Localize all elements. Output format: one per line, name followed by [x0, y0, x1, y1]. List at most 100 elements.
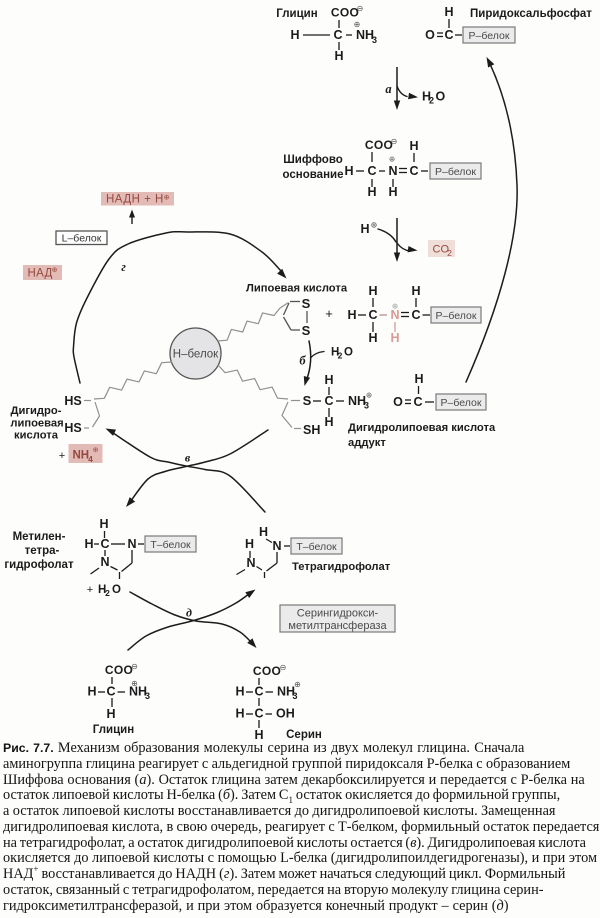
svg-text:O: O — [425, 28, 435, 42]
svg-text:N: N — [388, 164, 397, 178]
svg-text:CO: CO — [433, 244, 450, 256]
svg-text:H: H — [106, 707, 115, 721]
svg-text:H: H — [411, 284, 420, 298]
svg-text:⊕: ⊕ — [52, 267, 58, 274]
svg-text:H: H — [324, 415, 333, 429]
svg-text:H: H — [368, 284, 377, 298]
svg-text:Глицин: Глицин — [276, 8, 317, 20]
svg-text:NH: NH — [277, 685, 295, 699]
svg-text:N: N — [246, 556, 255, 570]
svg-text:C: C — [413, 395, 422, 409]
svg-text:Тетрагидрофолат: Тетрагидрофолат — [292, 561, 391, 573]
svg-text:COO: COO — [105, 663, 133, 677]
svg-text:H: H — [344, 164, 353, 178]
svg-text:аддукт: аддукт — [348, 437, 386, 449]
svg-text:O: O — [393, 395, 403, 409]
svg-text:Р–белок: Р–белок — [435, 166, 476, 178]
svg-text:2: 2 — [338, 351, 343, 361]
svg-text:3: 3 — [145, 691, 150, 701]
svg-text:COO: COO — [365, 138, 393, 152]
svg-text:H: H — [388, 185, 397, 199]
svg-text:C: C — [368, 308, 377, 322]
svg-text:N: N — [390, 308, 399, 322]
svg-text:⊕: ⊕ — [294, 680, 301, 689]
svg-text:COO: COO — [253, 664, 281, 678]
svg-text:⊕: ⊕ — [354, 20, 361, 29]
svg-text:⊖: ⊖ — [280, 663, 287, 672]
svg-text:O: O — [112, 584, 121, 596]
svg-text:H: H — [367, 185, 376, 199]
svg-text:C: C — [254, 685, 263, 699]
svg-text:Серингидрокси-: Серингидрокси- — [297, 608, 379, 620]
svg-text:HS: HS — [64, 421, 81, 435]
svg-text:г: г — [121, 260, 126, 274]
svg-text:H: H — [444, 5, 453, 19]
svg-text:⊕: ⊕ — [93, 447, 99, 454]
svg-text:основание: основание — [283, 169, 344, 181]
svg-text:Р–белок: Р–белок — [469, 30, 510, 42]
svg-text:H: H — [409, 139, 418, 153]
svg-text:⊕: ⊕ — [371, 221, 378, 230]
svg-text:3: 3 — [364, 401, 369, 411]
svg-text:C: C — [444, 28, 453, 42]
svg-text:H: H — [245, 537, 254, 551]
svg-text:2: 2 — [105, 588, 110, 598]
svg-text:H: H — [422, 90, 431, 104]
svg-text:C: C — [106, 685, 115, 699]
svg-text:OH: OH — [276, 707, 295, 721]
svg-text:⊖: ⊖ — [357, 4, 364, 13]
svg-text:+: + — [87, 584, 93, 596]
svg-text:SH: SH — [303, 423, 320, 437]
svg-text:N: N — [272, 539, 281, 553]
svg-text:H: H — [99, 517, 108, 531]
svg-text:⊕: ⊕ — [392, 302, 398, 311]
svg-text:Шиффово: Шиффово — [283, 154, 343, 166]
svg-text:C: C — [409, 164, 418, 178]
svg-text:4: 4 — [88, 454, 93, 464]
svg-text:3: 3 — [372, 35, 377, 45]
svg-text:H: H — [331, 347, 339, 359]
svg-text:Р–белок: Р–белок — [441, 397, 482, 409]
svg-text:Н–белок: Н–белок — [173, 349, 219, 361]
svg-text:б: б — [299, 354, 306, 368]
svg-text:H: H — [324, 373, 333, 387]
svg-text:H: H — [360, 222, 369, 236]
svg-text:O: O — [344, 347, 353, 359]
svg-text:NH: NH — [348, 394, 366, 408]
svg-text:Р–белок: Р–белок — [436, 310, 477, 322]
svg-text:а: а — [385, 82, 391, 96]
svg-text:C: C — [333, 28, 342, 42]
svg-text:+: + — [325, 306, 333, 321]
svg-text:Пиридоксальфосфат: Пиридоксальфосфат — [470, 8, 592, 20]
svg-text:L–белок: L–белок — [62, 233, 102, 245]
svg-text:тетра-: тетра- — [25, 545, 60, 557]
svg-text:2: 2 — [429, 96, 434, 106]
svg-text:C: C — [100, 537, 109, 551]
svg-text:НАД: НАД — [28, 268, 53, 280]
svg-text:HS: HS — [64, 394, 81, 408]
svg-text:H: H — [87, 685, 96, 699]
svg-text:H: H — [235, 685, 244, 699]
svg-text:Липоевая кислота: Липоевая кислота — [246, 283, 348, 295]
svg-text:H: H — [259, 525, 268, 539]
svg-text:NH: NH — [356, 28, 374, 42]
svg-text:H: H — [334, 49, 343, 63]
svg-text:2: 2 — [447, 248, 452, 258]
svg-text:H: H — [390, 331, 399, 345]
svg-text:O: O — [436, 90, 446, 104]
svg-text:H: H — [235, 707, 244, 721]
svg-text:гидрофолат: гидрофолат — [4, 559, 74, 571]
svg-text:N: N — [127, 537, 136, 551]
svg-text:метилтрансфераза: метилтрансфераза — [288, 620, 387, 632]
svg-text:в: в — [185, 451, 191, 465]
svg-text:Глицин: Глицин — [93, 724, 134, 736]
svg-text:S: S — [303, 393, 312, 408]
svg-text:⊕: ⊕ — [389, 155, 395, 164]
svg-text:H: H — [254, 728, 263, 742]
svg-text:C: C — [411, 308, 420, 322]
svg-text:Дигидролипоевая кислота: Дигидролипоевая кислота — [348, 422, 496, 434]
svg-text:⊕: ⊕ — [164, 195, 170, 202]
svg-text:3: 3 — [292, 691, 297, 701]
svg-text:кислота: кислота — [14, 430, 59, 442]
svg-text:N: N — [100, 555, 109, 569]
